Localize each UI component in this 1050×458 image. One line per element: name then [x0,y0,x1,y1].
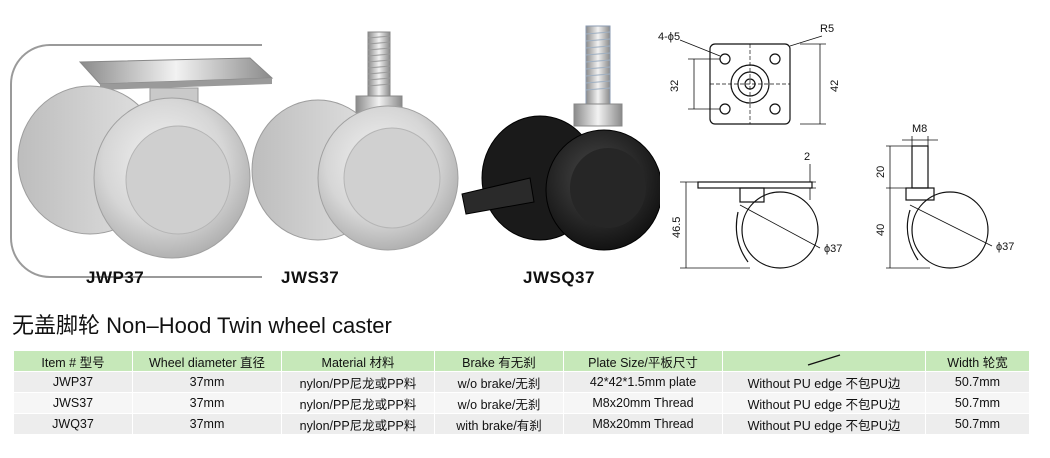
dim-stem-len: 20 [875,166,887,178]
dim-thickness: 2 [804,151,810,163]
cell-material: nylon/PP尼龙或PP料 [281,413,435,435]
col-plate-size: Plate Size/平板尺寸 [563,350,723,372]
cell-edge: Without PU edge 不包PU边 [722,371,926,393]
col-item: Item # 型号 [13,350,133,372]
col-edge [722,350,926,372]
dim-plate-outer: 42 [829,80,841,92]
model-label-jwp37: JWP37 [86,268,145,287]
cell-plate-size: M8x20mm Thread [563,392,723,414]
dim-radius: R5 [820,23,834,35]
cell-item: JWS37 [13,392,133,414]
table-row: JWS37 37mm nylon/PP尼龙或PP料 w/o brake/无刹 M… [13,392,1030,414]
dim-holes: 4-ϕ5 [658,31,680,43]
cell-plate-size: 42*42*1.5mm plate [563,371,723,393]
table-row: JWQ37 37mm nylon/PP尼龙或PP料 with brake/有刹 … [13,413,1030,435]
photo-frame [10,44,262,278]
cell-width: 50.7mm [925,371,1030,393]
jwp37-photo [17,57,274,259]
col-brake: Brake 有无刹 [434,350,564,372]
cell-material: nylon/PP尼龙或PP料 [281,392,435,414]
cell-material: nylon/PP尼龙或PP料 [281,371,435,393]
cell-width: 50.7mm [925,413,1030,435]
cell-wheel-diameter: 37mm [132,413,282,435]
caster-photos [17,25,660,259]
col-width: Width 轮宽 [925,350,1030,372]
cell-brake: w/o brake/无刹 [434,371,564,393]
cell-edge: Without PU edge 不包PU边 [722,392,926,414]
cell-item: JWP37 [13,371,133,393]
jwsq37-photo [461,25,660,251]
slash-icon [807,353,841,366]
cell-brake: with brake/有刹 [434,413,564,435]
col-material: Material 材料 [281,350,435,372]
cell-brake: w/o brake/无刹 [434,392,564,414]
cell-wheel-diameter: 37mm [132,392,282,414]
dim-wheel-dia-2: ϕ37 [996,241,1014,253]
cell-edge: Without PU edge 不包PU边 [722,413,926,435]
cell-wheel-diameter: 37mm [132,371,282,393]
technical-drawing: 4-ϕ5 R5 32 42 2 46.5 ϕ37 M8 20 40 ϕ37 [658,23,1014,269]
col-wheel-diameter: Wheel diameter 直径 [132,350,282,372]
model-label-jwsq37: JWSQ37 [523,268,595,287]
model-label-jws37: JWS37 [281,268,340,287]
jws37-photo [251,31,459,251]
dim-stem-body: 40 [875,224,887,236]
cell-item: JWQ37 [13,413,133,435]
table-header-row: Item # 型号 Wheel diameter 直径 Material 材料 … [13,350,1030,372]
page-title: 无盖脚轮 Non–Hood Twin wheel caster [12,313,392,338]
cell-plate-size: M8x20mm Thread [563,413,723,435]
dim-height-plate: 46.5 [671,217,683,238]
dim-wheel-dia-1: ϕ37 [824,243,842,255]
spec-table: Item # 型号 Wheel diameter 直径 Material 材料 … [13,350,1030,435]
table-row: JWP37 37mm nylon/PP尼龙或PP料 w/o brake/无刹 4… [13,371,1030,393]
cell-width: 50.7mm [925,392,1030,414]
dim-plate-inner: 32 [669,80,681,92]
dim-thread: M8 [912,123,927,135]
